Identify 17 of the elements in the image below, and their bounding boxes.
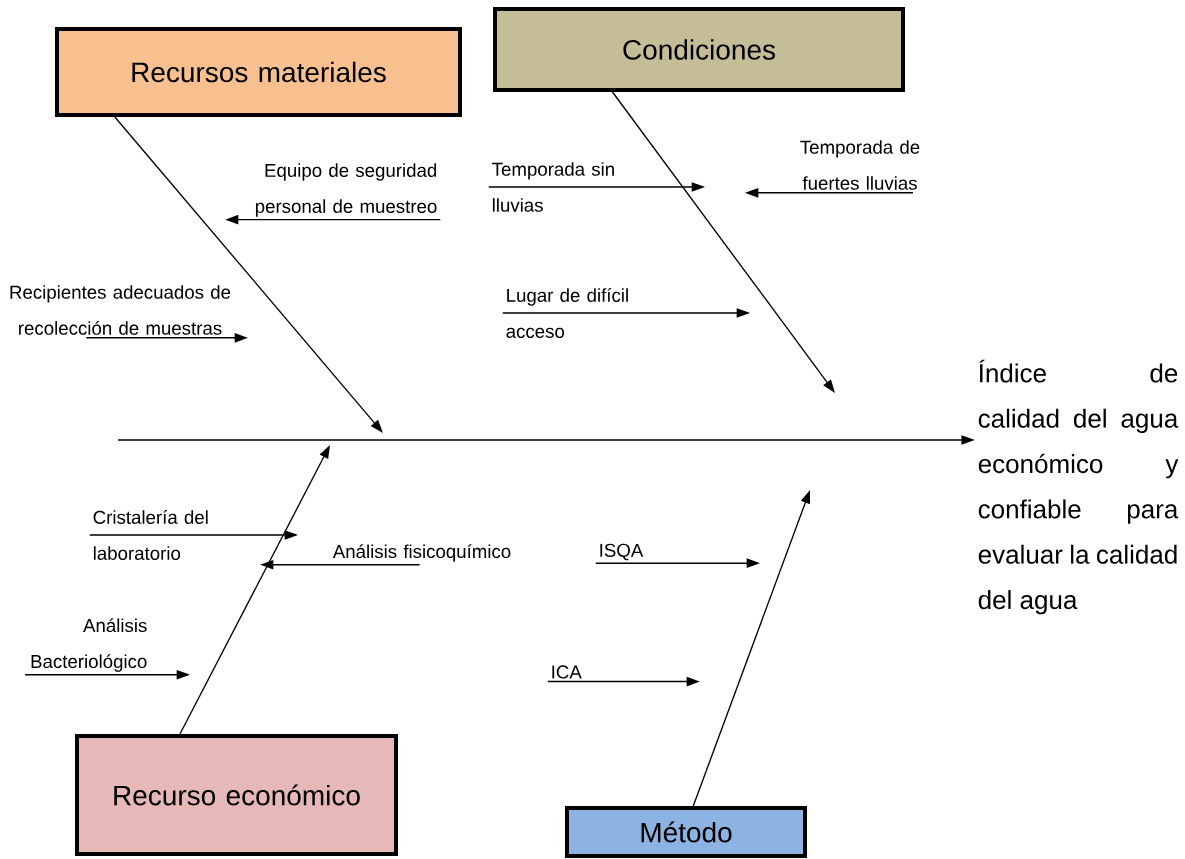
cause-text: Recipientes adecuados de recolección de muestras: [10, 285, 231, 335]
category-box: Recurso económico: [75, 734, 398, 856]
effect-text: Índice de calidad del agua económico y confiable para evaluar la calidad del agua: [978, 359, 1179, 615]
cause-text: Lugar de difícil acceso: [506, 288, 628, 338]
cause-text: Análisis Bacteriológico: [31, 618, 147, 672]
cause-text: Temporada de fuertes lluvias: [800, 140, 920, 190]
cause-text: Equipo de seguridad personal de muestreo: [255, 163, 437, 217]
cause-text: ISQA: [600, 543, 644, 561]
cause-text: ICA: [552, 665, 582, 679]
bone-arrow: [114, 116, 383, 433]
bone-arrow: [611, 91, 835, 393]
category-box: Recursos materiales: [55, 27, 462, 117]
cause-text: Cristalería del laboratorio: [93, 510, 208, 560]
category-box: Condiciones: [493, 7, 905, 92]
cause-text: Análisis fisicoquímico: [332, 544, 511, 562]
cause-text: Temporada sin lluvias: [492, 162, 614, 212]
category-box: Método: [565, 806, 807, 858]
